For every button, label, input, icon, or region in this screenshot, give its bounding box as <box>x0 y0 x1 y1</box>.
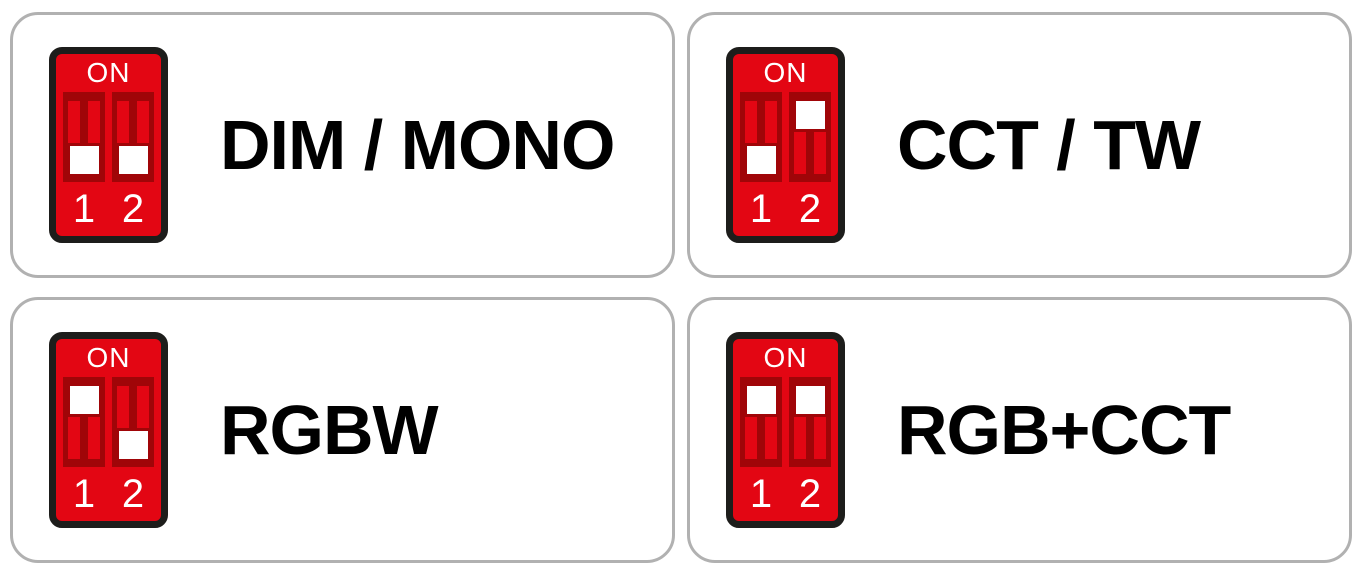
dip-on-label: ON <box>86 57 131 88</box>
dip-switch: ON 1 2 <box>726 332 845 528</box>
mode-card-cct-tw: ON 1 2 CCT / TW <box>687 12 1352 278</box>
dip-handle <box>69 386 99 414</box>
dip-toggle-2[interactable] <box>112 377 154 467</box>
dip-position-numbers: 1 2 <box>63 467 154 521</box>
dip-number-1: 1 <box>749 472 773 516</box>
dip-slots <box>740 377 831 467</box>
dip-position-numbers: 1 2 <box>740 182 831 236</box>
dip-position-numbers: 1 2 <box>63 182 154 236</box>
dip-handle <box>746 386 776 414</box>
dip-switch: ON 1 2 <box>49 332 168 528</box>
mode-card-rgb-cct: ON 1 2 RGB+CCT <box>687 297 1352 563</box>
dip-position-numbers: 1 2 <box>740 467 831 521</box>
dip-number-1: 1 <box>72 472 96 516</box>
mode-label: CCT / TW <box>897 106 1201 184</box>
dip-handle <box>118 146 148 174</box>
dip-toggle-2[interactable] <box>112 92 154 182</box>
dip-switch: ON 1 2 <box>49 47 168 243</box>
dip-handle <box>795 386 825 414</box>
dip-number-2: 2 <box>798 187 822 231</box>
mode-label: RGBW <box>220 391 439 469</box>
dip-slots <box>63 92 154 182</box>
dip-on-label: ON <box>86 342 131 373</box>
mode-card-rgbw: ON 1 2 RGBW <box>10 297 675 563</box>
dip-ribs-icon <box>794 132 826 174</box>
dip-number-2: 2 <box>121 472 145 516</box>
dip-switch: ON 1 2 <box>726 47 845 243</box>
dip-on-label: ON <box>763 342 808 373</box>
dip-ribs-icon <box>117 101 149 143</box>
dip-ribs-icon <box>68 101 100 143</box>
dip-number-1: 1 <box>749 187 773 231</box>
dip-on-label: ON <box>763 57 808 88</box>
dip-toggle-1[interactable] <box>63 377 105 467</box>
dip-number-2: 2 <box>798 472 822 516</box>
mode-label: DIM / MONO <box>220 106 615 184</box>
dip-handle <box>118 431 148 459</box>
dip-toggle-1[interactable] <box>63 92 105 182</box>
mode-card-dim-mono: ON 1 2 DIM / MONO <box>10 12 675 278</box>
dip-toggle-1[interactable] <box>740 377 782 467</box>
dip-toggle-2[interactable] <box>789 92 831 182</box>
dip-ribs-icon <box>794 417 826 459</box>
dip-ribs-icon <box>117 386 149 428</box>
dip-ribs-icon <box>745 417 777 459</box>
dip-slots <box>740 92 831 182</box>
dip-number-1: 1 <box>72 187 96 231</box>
dip-handle <box>746 146 776 174</box>
dip-number-2: 2 <box>121 187 145 231</box>
dip-handle <box>795 101 825 129</box>
dip-ribs-icon <box>68 417 100 459</box>
dip-ribs-icon <box>745 101 777 143</box>
mode-label: RGB+CCT <box>897 391 1231 469</box>
dip-toggle-1[interactable] <box>740 92 782 182</box>
dip-slots <box>63 377 154 467</box>
dip-toggle-2[interactable] <box>789 377 831 467</box>
dip-handle <box>69 146 99 174</box>
